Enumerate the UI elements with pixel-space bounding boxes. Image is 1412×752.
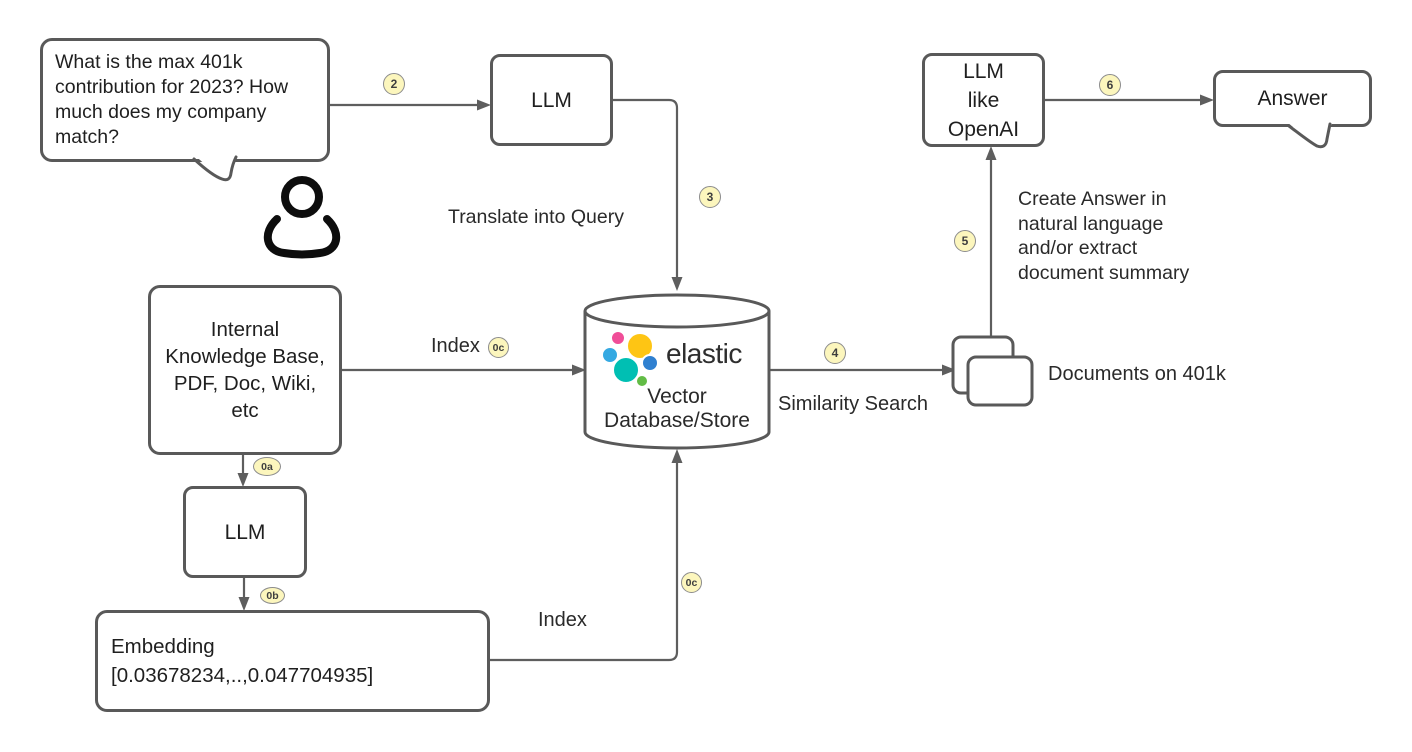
knowledge-base-node: Internal Knowledge Base, PDF, Doc, Wiki,… xyxy=(148,285,342,455)
elastic-wordmark: elastic xyxy=(666,338,742,369)
documents-on-401k-label: Documents on 401k xyxy=(1048,363,1226,385)
step-badge-0b: 0b xyxy=(260,587,285,604)
arrowhead-down-icon xyxy=(237,473,249,487)
person-icon xyxy=(263,176,341,259)
embedding-label: Embedding [0.03678234,..,0.047704935] xyxy=(111,635,374,687)
embedding-node: Embedding [0.03678234,..,0.047704935] xyxy=(95,610,490,712)
vector-database-label: Vector Database/Store xyxy=(604,385,750,432)
user-question-bubble: What is the max 401k contribution for 20… xyxy=(40,38,330,162)
step-badge-3: 3 xyxy=(699,186,721,208)
translate-into-query-label: Translate into Query xyxy=(448,206,624,228)
llm-query-label: LLM xyxy=(531,88,572,112)
user-question-text: What is the max 401k contribution for 20… xyxy=(55,51,289,148)
llm-query-node: LLM xyxy=(490,54,613,146)
index-top-label: Index xyxy=(431,335,480,357)
elastic-logo-icon xyxy=(601,330,659,388)
edge-llm-to-database xyxy=(613,98,679,277)
arrowhead-right-icon xyxy=(942,364,956,376)
llm-embedder-node: LLM xyxy=(183,486,307,578)
step-badge-0c-bottom: 0c xyxy=(681,572,702,593)
arrowhead-down-icon xyxy=(238,597,250,611)
step-badge-4: 4 xyxy=(824,342,846,364)
answer-text: Answer xyxy=(1257,87,1328,110)
similarity-search-label: Similarity Search xyxy=(778,393,929,415)
arrowhead-down-icon xyxy=(671,277,683,291)
step-badge-6: 6 xyxy=(1099,74,1121,96)
step-badge-2: 2 xyxy=(383,73,405,95)
documents-icon xyxy=(951,335,1034,407)
arrowhead-right-icon xyxy=(477,99,491,111)
llm-embedder-label: LLM xyxy=(224,520,266,544)
step-badge-5: 5 xyxy=(954,230,976,252)
arrowhead-right-icon xyxy=(572,364,586,376)
arrowhead-right-icon xyxy=(1200,94,1214,106)
answer-bubble: Answer xyxy=(1213,70,1372,127)
llm-openai-label: LLM like OpenAI xyxy=(947,59,1020,141)
knowledge-base-label: Internal Knowledge Base, PDF, Doc, Wiki,… xyxy=(165,318,325,422)
arrowhead-up-icon xyxy=(671,449,683,463)
create-answer-label: Create Answer in natural language and/or… xyxy=(1018,188,1190,284)
arrowhead-up-icon xyxy=(985,146,997,160)
llm-openai-node: LLM like OpenAI xyxy=(922,53,1045,147)
step-badge-0c-top: 0c xyxy=(488,337,509,358)
index-bottom-label: Index xyxy=(538,609,587,631)
step-badge-0a: 0a xyxy=(253,457,281,476)
